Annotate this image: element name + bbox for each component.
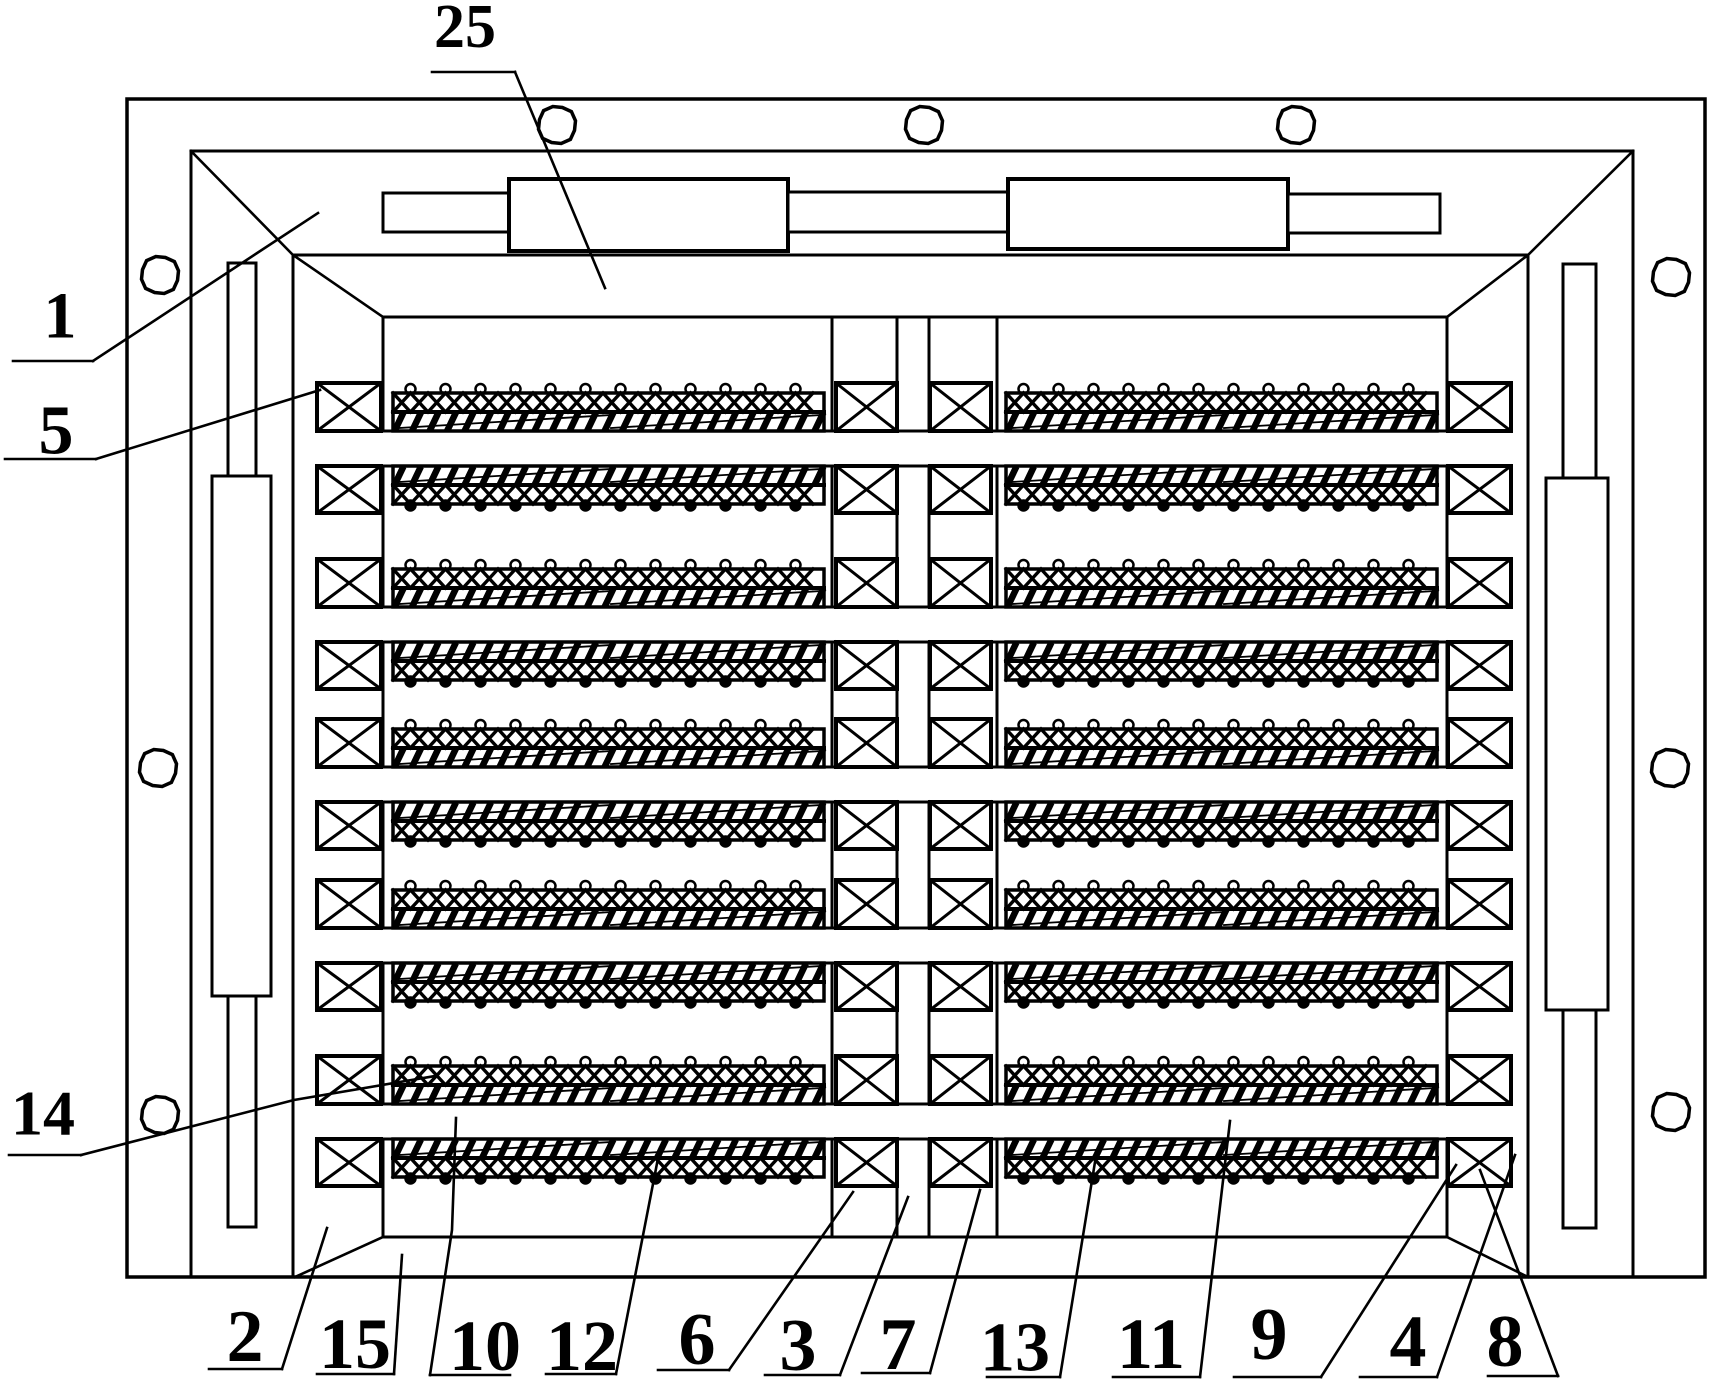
- svg-text:5: 5: [39, 393, 74, 470]
- svg-text:14: 14: [11, 1078, 75, 1149]
- svg-text:11: 11: [1117, 1304, 1185, 1384]
- svg-text:9: 9: [1251, 1294, 1288, 1376]
- svg-text:13: 13: [980, 1310, 1050, 1386]
- svg-text:6: 6: [679, 1299, 716, 1381]
- svg-text:1: 1: [44, 280, 77, 353]
- svg-text:12: 12: [546, 1306, 618, 1386]
- svg-text:15: 15: [319, 1304, 391, 1384]
- svg-text:25: 25: [434, 0, 496, 61]
- svg-text:8: 8: [1487, 1301, 1524, 1383]
- svg-text:7: 7: [880, 1304, 917, 1386]
- svg-text:10: 10: [449, 1306, 521, 1386]
- svg-text:2: 2: [227, 1296, 264, 1378]
- svg-text:4: 4: [1390, 1301, 1427, 1383]
- svg-text:3: 3: [780, 1305, 817, 1386]
